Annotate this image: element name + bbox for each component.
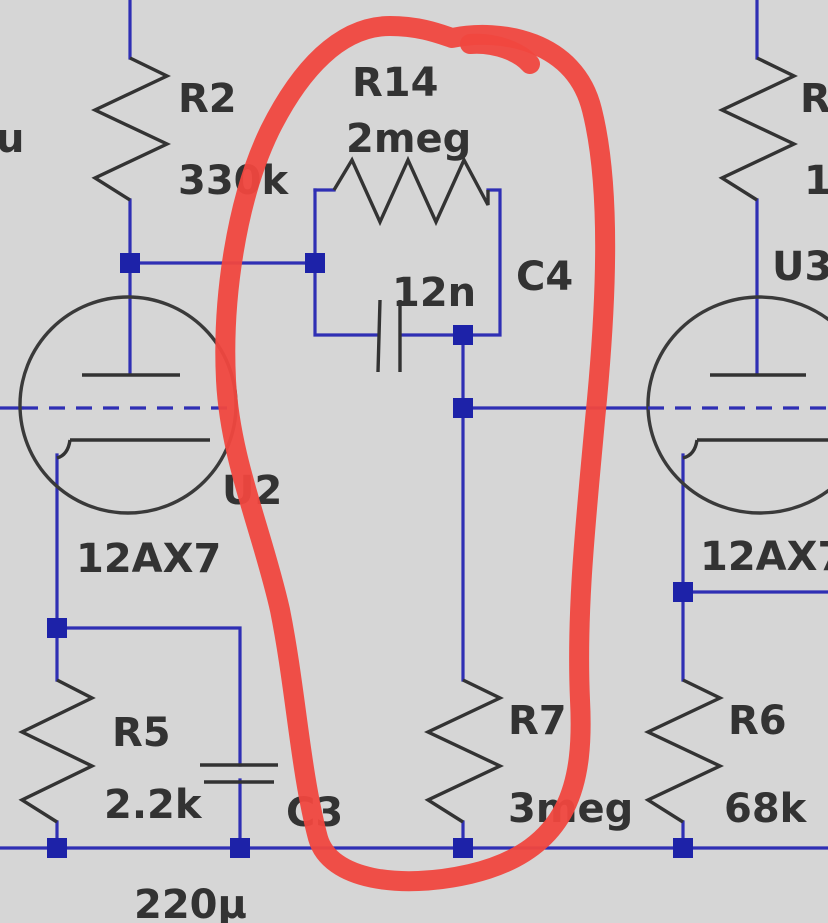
label-r5-name: R5	[112, 710, 171, 756]
tube-u3-envelope	[646, 295, 828, 515]
capacitor-c3-symbol	[200, 763, 278, 784]
label-r2-value: 330k	[178, 158, 289, 204]
node-ground-r7	[453, 838, 473, 858]
label-right-value-fragment: 1	[804, 158, 828, 204]
node-grid-u3	[453, 398, 473, 418]
label-r2-name: R2	[178, 76, 237, 122]
label-left-fragment: u	[0, 116, 24, 162]
label-right-r-fragment: R	[800, 76, 828, 122]
resistor-r2-symbol	[91, 56, 171, 202]
label-r6-name: R6	[728, 698, 787, 744]
component-labels: u R2 330k R14 2meg 12n C4 U2 12AX7 R 1 U…	[0, 60, 828, 923]
tube-u2-envelope	[18, 295, 238, 515]
node-cathode-u3	[673, 582, 693, 602]
label-u2-type: 12AX7	[76, 536, 221, 582]
tube-u3-cathode	[682, 438, 828, 460]
label-r5-value: 2.2k	[104, 782, 203, 828]
node-coupling-left	[305, 253, 325, 273]
node-ground-c3	[230, 838, 250, 858]
node-cathode-u2	[47, 618, 67, 638]
red-highlight-loop	[215, 16, 616, 892]
node-coupling-right	[453, 325, 473, 345]
label-r14-value: 2meg	[346, 116, 471, 162]
wire-network-c4-right	[400, 188, 502, 337]
resistor-right-top-symbol	[718, 56, 798, 202]
node-ground-r6	[673, 838, 693, 858]
resistor-r14-symbol	[332, 155, 490, 227]
label-u3-name: U3	[772, 244, 828, 290]
label-r14-name: R14	[352, 60, 438, 106]
label-c4-name: C4	[516, 254, 573, 300]
label-u3-type: 12AX7	[700, 534, 828, 580]
label-r7-name: R7	[508, 698, 567, 744]
resistor-r7-symbol	[424, 678, 504, 824]
junction-nodes	[47, 253, 693, 858]
components	[18, 56, 828, 824]
resistor-r6-symbol	[644, 678, 724, 824]
label-r6-value: 68k	[724, 786, 808, 832]
wire-network-left	[313, 188, 380, 337]
node-ground-r5	[47, 838, 67, 858]
tube-u2-cathode	[56, 438, 210, 460]
red-highlight-overlap	[460, 33, 540, 74]
label-c4-value: 12n	[392, 270, 476, 316]
wire-cathode-to-c3	[55, 626, 242, 767]
resistor-r5-symbol	[18, 678, 96, 824]
label-c3-value: 220μ	[134, 882, 247, 923]
node-plate-u2	[120, 253, 140, 273]
capacitor-c4-symbol	[376, 299, 402, 373]
